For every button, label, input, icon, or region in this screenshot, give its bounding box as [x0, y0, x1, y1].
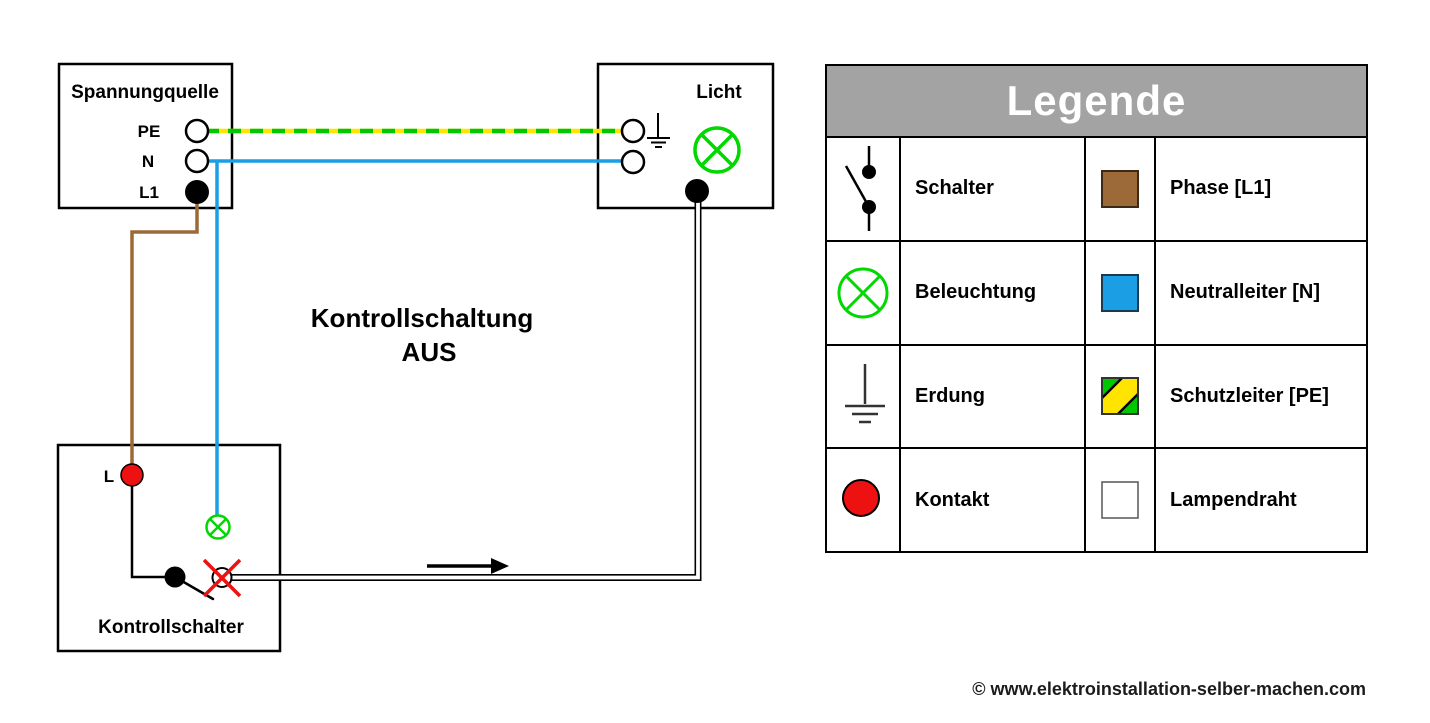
lamp-icon [837, 267, 889, 319]
legend-symbol-cell [827, 345, 899, 448]
contact-icon [842, 479, 880, 518]
legend-label: Erdung [901, 345, 1084, 448]
phase-wire [130, 200, 199, 465]
n-terminal-label: N [142, 152, 154, 171]
lamp-wire-core [231, 196, 700, 580]
legend-swatch-cell [1086, 449, 1154, 551]
light-lamp-icon [693, 126, 741, 174]
legend-symbol-cell [827, 449, 899, 551]
switch-icon [844, 145, 876, 231]
control-switch-box [56, 443, 282, 653]
neutral-blue-swatch [1101, 273, 1139, 312]
diagram-title-line1: Kontrollschaltung [311, 303, 533, 333]
pe-terminal-label: PE [138, 122, 161, 141]
legend-color-label: Phase [L1] [1156, 138, 1366, 240]
pe-striped-swatch [1101, 377, 1139, 416]
earth-icon [647, 113, 670, 148]
legend-header: Legende [827, 66, 1366, 136]
lamp-wire-outline [231, 196, 702, 581]
legend-label: Schalter [901, 138, 1084, 240]
legend-symbol-cell [827, 241, 899, 344]
l1-terminal-label: L1 [139, 183, 159, 202]
light-pe-terminal [620, 118, 646, 144]
legend-symbol-cell [827, 138, 899, 240]
circuit-diagram: Spannungquelle PE N L1 Licht L Kontrolls… [56, 62, 775, 653]
legend-swatch-cell [1086, 241, 1154, 344]
legend-color-label: Schutzleiter [PE] [1156, 345, 1366, 448]
lamp-wire-swatch [1101, 481, 1139, 519]
legend-swatch-cell [1086, 138, 1154, 240]
legend-color-label: Neutralleiter [N] [1156, 241, 1366, 344]
light-title: Licht [696, 82, 742, 103]
l-terminal-label: L [104, 467, 114, 486]
diagram-title-line2: AUS [402, 337, 457, 367]
switch-internal-wire [130, 486, 166, 579]
control-switch-title: Kontrollschalter [98, 617, 244, 638]
switch-lamp-icon [205, 514, 231, 540]
switch-pivot-contact [164, 566, 186, 588]
source-l1-terminal [185, 180, 209, 204]
copyright-text: © www.elektroinstallation-selber-machen.… [972, 679, 1366, 699]
legend-swatch-cell [1086, 345, 1154, 448]
legend-color-label: Lampendraht [1156, 449, 1366, 551]
switch-l-contact [120, 463, 144, 487]
light-lamp-wire-terminal [685, 179, 709, 203]
voltage-source-title: Spannungquelle [71, 82, 219, 103]
earth-icon [845, 364, 885, 424]
legend-label: Beleuchtung [901, 241, 1084, 344]
phase-brown-swatch [1101, 169, 1139, 208]
contact-crossed-out-icon [202, 558, 242, 598]
legend-table: Legende Schalter Phase [L1] [825, 64, 1368, 553]
arrow-head-icon [491, 558, 509, 574]
light-n-terminal [620, 149, 646, 175]
source-n-terminal [184, 148, 210, 174]
legend-label: Kontakt [901, 449, 1084, 551]
source-pe-terminal [184, 118, 210, 144]
